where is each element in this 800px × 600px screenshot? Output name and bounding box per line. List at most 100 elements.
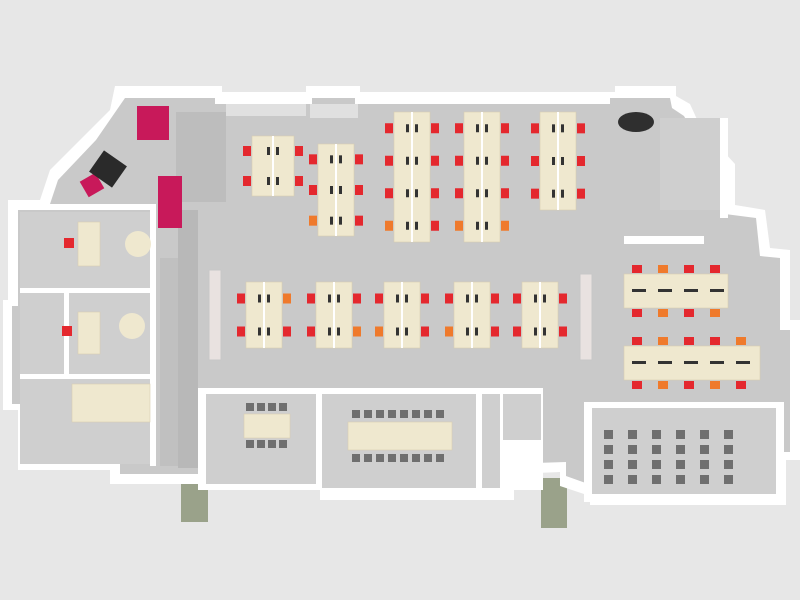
desk-divider xyxy=(263,282,265,348)
right-room-floor xyxy=(660,118,722,210)
dark-block xyxy=(89,150,127,188)
monitor xyxy=(476,221,479,230)
monitor xyxy=(267,294,270,303)
chair xyxy=(710,381,720,389)
monitor xyxy=(258,294,261,303)
monitor xyxy=(415,189,418,198)
chair xyxy=(658,337,668,345)
chair xyxy=(385,220,393,231)
chair xyxy=(375,326,383,337)
chair-gray xyxy=(268,403,276,411)
training-chair xyxy=(604,475,613,484)
chair xyxy=(431,155,439,166)
chair-gray xyxy=(352,410,360,418)
chair-gray xyxy=(400,454,408,462)
partition-right-upper xyxy=(624,236,704,244)
chair xyxy=(710,265,720,273)
monitor xyxy=(330,216,333,225)
monitor xyxy=(561,124,564,133)
monitor xyxy=(485,156,488,165)
chair xyxy=(531,123,539,134)
monitor xyxy=(337,294,340,303)
round-table xyxy=(125,231,151,257)
chair-gray xyxy=(436,454,444,462)
training-chair xyxy=(652,460,661,469)
training-chair xyxy=(676,460,685,469)
chair xyxy=(243,146,251,156)
chair xyxy=(375,293,383,304)
chair xyxy=(64,238,74,248)
chair xyxy=(710,337,720,345)
chair xyxy=(295,176,303,186)
monitor xyxy=(632,289,646,292)
round-table xyxy=(119,313,145,339)
monitor xyxy=(475,327,478,336)
chair xyxy=(455,220,463,231)
chair-gray xyxy=(279,403,287,411)
monitor xyxy=(396,327,399,336)
monitor xyxy=(485,221,488,230)
monitor xyxy=(485,189,488,198)
magenta-block-small xyxy=(79,172,105,198)
right-room-wall xyxy=(720,118,728,218)
chair xyxy=(421,293,429,304)
monitor xyxy=(736,361,750,364)
magenta-block-mid xyxy=(158,176,182,228)
chair xyxy=(501,123,509,134)
monitor xyxy=(466,294,469,303)
monitor xyxy=(552,157,555,165)
chair-gray xyxy=(268,440,276,448)
chair-gray xyxy=(400,410,408,418)
desk-divider xyxy=(481,112,483,242)
chair-gray xyxy=(376,454,384,462)
boardroom-table xyxy=(347,421,453,451)
chair xyxy=(531,156,539,166)
monitor xyxy=(328,294,331,303)
training-chair xyxy=(700,460,709,469)
left-block-right-wall xyxy=(150,204,156,466)
monitor xyxy=(534,294,537,303)
monitor xyxy=(330,155,333,164)
monitor xyxy=(534,327,537,336)
monitor xyxy=(406,124,409,133)
training-chair xyxy=(628,445,637,454)
chairs-layer xyxy=(62,123,746,484)
chair xyxy=(710,309,720,317)
chair xyxy=(684,381,694,389)
monitor xyxy=(632,361,646,364)
monitor xyxy=(485,124,488,133)
training-chair xyxy=(676,445,685,454)
left-office-block-wall xyxy=(8,204,155,210)
side-room-floor xyxy=(482,394,500,488)
monitor xyxy=(276,147,279,155)
corridor-wall-face xyxy=(160,258,178,466)
desk-divider xyxy=(335,144,337,236)
training-chair xyxy=(700,445,709,454)
monitor xyxy=(552,124,555,133)
training-chair xyxy=(628,475,637,484)
monitor xyxy=(710,289,724,292)
training-chair xyxy=(604,430,613,439)
side-room-floor-2 xyxy=(503,394,541,440)
round-fixture xyxy=(618,112,654,132)
desk-divider xyxy=(539,282,541,348)
chair xyxy=(658,309,668,317)
monitor xyxy=(406,221,409,230)
training-chair xyxy=(724,460,733,469)
training-chair xyxy=(652,475,661,484)
office-divider-1 xyxy=(20,288,152,293)
desk-divider xyxy=(471,282,473,348)
training-chair xyxy=(724,430,733,439)
partition-right xyxy=(579,273,593,361)
chair xyxy=(455,123,463,134)
chair-gray xyxy=(376,410,384,418)
monitor xyxy=(476,124,479,133)
monitor xyxy=(405,294,408,303)
chair xyxy=(353,293,361,304)
chair xyxy=(431,123,439,134)
chair xyxy=(385,155,393,166)
chair xyxy=(62,326,72,336)
chair xyxy=(491,326,499,337)
monitor xyxy=(337,327,340,336)
chair-gray xyxy=(246,440,254,448)
